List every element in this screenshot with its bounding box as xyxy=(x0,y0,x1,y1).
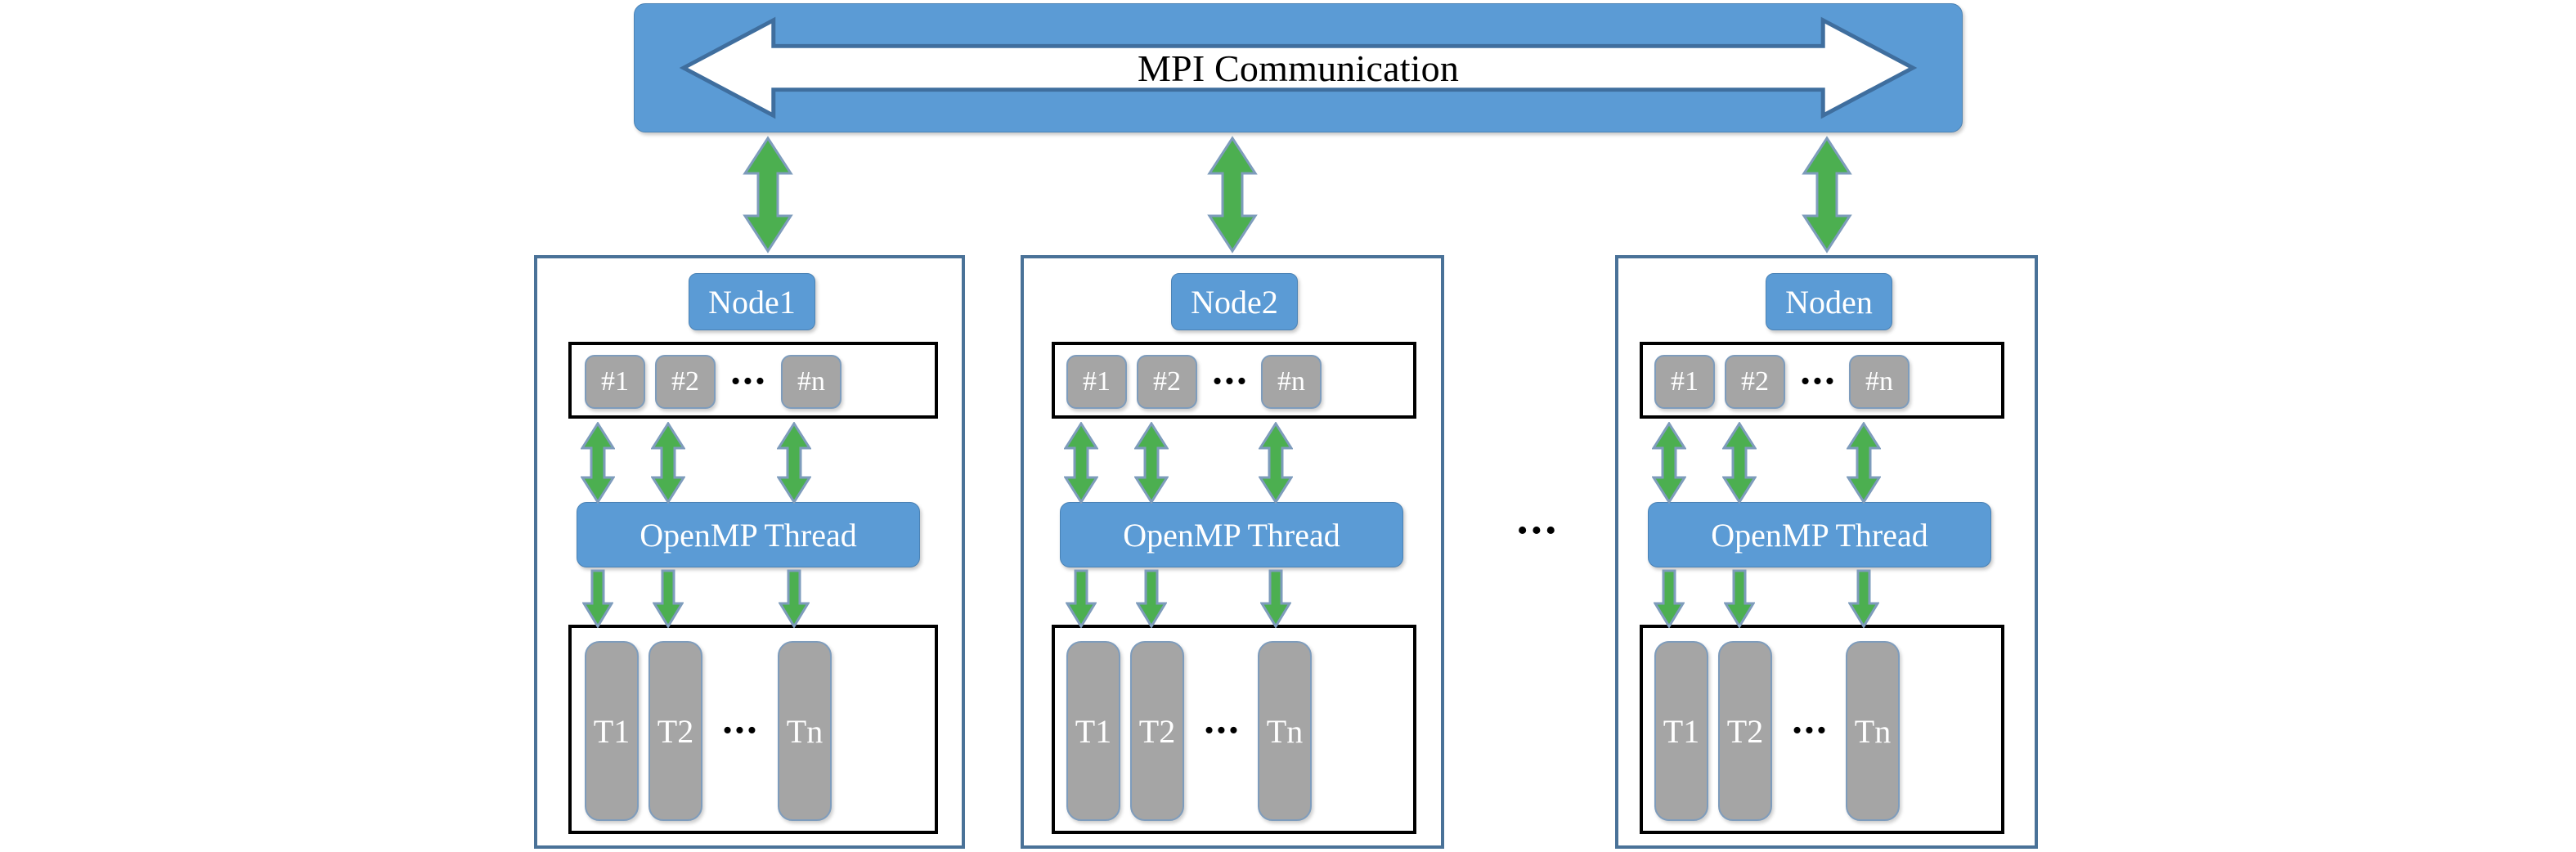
double-headed-vertical-arrow-icon xyxy=(1134,422,1169,504)
node-container-node1: Node1 #1 #2 ••• #n OpenMP Thread xyxy=(534,255,965,849)
connector-core-to-openmp xyxy=(1847,422,1881,504)
connector-core-to-openmp xyxy=(777,422,811,504)
thread-chip: T1 xyxy=(585,641,639,821)
core-ellipsis: ••• xyxy=(1212,366,1250,397)
down-arrow-icon xyxy=(1654,569,1685,628)
connector-openmp-to-thread xyxy=(1260,569,1291,628)
connector-openmp-to-thread xyxy=(1848,569,1879,628)
double-headed-vertical-arrow-icon xyxy=(777,422,811,504)
down-arrow-icon xyxy=(1066,569,1097,628)
connector-mpi-to-noden xyxy=(1802,136,1852,253)
thread-chip: T2 xyxy=(1718,641,1772,821)
connector-core-to-openmp xyxy=(1134,422,1169,504)
double-headed-vertical-arrow-icon xyxy=(1847,422,1881,504)
node-label-noden: Noden xyxy=(1766,273,1892,330)
connector-core-to-openmp xyxy=(1259,422,1293,504)
core-chip: #2 xyxy=(1137,355,1197,409)
core-chip: #n xyxy=(781,355,841,409)
core-strip-node2: #1 #2 ••• #n xyxy=(1052,342,1416,419)
down-arrow-icon xyxy=(582,569,613,628)
thread-strip-noden: T1 T2 ••• Tn xyxy=(1640,625,2004,834)
core-ellipsis: ••• xyxy=(730,366,768,397)
core-chip: #n xyxy=(1849,355,1910,409)
double-headed-horizontal-arrow-icon xyxy=(679,16,1918,119)
mpi-banner-label: MPI Communication xyxy=(1137,47,1460,89)
openmp-thread-bar-node2: OpenMP Thread xyxy=(1060,502,1403,567)
thread-ellipsis: ••• xyxy=(722,715,760,746)
core-strip-node1: #1 #2 ••• #n xyxy=(568,342,938,419)
down-arrow-icon xyxy=(1260,569,1291,628)
core-chip: #1 xyxy=(585,355,645,409)
double-headed-vertical-arrow-icon xyxy=(1802,136,1852,253)
thread-ellipsis: ••• xyxy=(1204,715,1241,746)
connector-openmp-to-thread xyxy=(779,569,810,628)
double-headed-vertical-arrow-icon xyxy=(1064,422,1098,504)
connector-openmp-to-thread xyxy=(653,569,684,628)
connector-core-to-openmp xyxy=(1064,422,1098,504)
down-arrow-icon xyxy=(1848,569,1879,628)
thread-chip: Tn xyxy=(1846,641,1900,821)
connector-openmp-to-thread xyxy=(1136,569,1167,628)
double-headed-vertical-arrow-icon xyxy=(1259,422,1293,504)
core-chip: #1 xyxy=(1654,355,1715,409)
node-gap-ellipsis: ••• xyxy=(1517,513,1560,548)
connector-core-to-openmp xyxy=(1722,422,1757,504)
thread-strip-node1: T1 T2 ••• Tn xyxy=(568,625,938,834)
double-headed-vertical-arrow-icon xyxy=(743,136,793,253)
down-arrow-icon xyxy=(653,569,684,628)
double-headed-vertical-arrow-icon xyxy=(651,422,685,504)
node-label-node2: Node2 xyxy=(1171,273,1298,330)
mpi-communication-banner: MPI Communication xyxy=(634,3,1963,132)
down-arrow-icon xyxy=(1724,569,1755,628)
connector-mpi-to-node2 xyxy=(1207,136,1258,253)
thread-strip-node2: T1 T2 ••• Tn xyxy=(1052,625,1416,834)
connector-core-to-openmp xyxy=(1652,422,1686,504)
openmp-thread-bar-noden: OpenMP Thread xyxy=(1648,502,1991,567)
thread-chip: Tn xyxy=(1258,641,1312,821)
thread-chip: T2 xyxy=(1130,641,1184,821)
core-chip: #1 xyxy=(1066,355,1127,409)
thread-chip: T2 xyxy=(648,641,702,821)
core-ellipsis: ••• xyxy=(1800,366,1838,397)
core-strip-noden: #1 #2 ••• #n xyxy=(1640,342,2004,419)
thread-chip: T1 xyxy=(1654,641,1708,821)
node-container-node2: Node2 #1 #2 ••• #n OpenMP Thread xyxy=(1021,255,1444,849)
connector-mpi-to-node1 xyxy=(743,136,793,253)
connector-core-to-openmp xyxy=(581,422,615,504)
connector-openmp-to-thread xyxy=(1724,569,1755,628)
node-container-noden: Noden #1 #2 ••• #n OpenMP Thread xyxy=(1615,255,2038,849)
thread-chip: T1 xyxy=(1066,641,1120,821)
down-arrow-icon xyxy=(1136,569,1167,628)
connector-core-to-openmp xyxy=(651,422,685,504)
down-arrow-icon xyxy=(779,569,810,628)
connector-openmp-to-thread xyxy=(1654,569,1685,628)
double-headed-vertical-arrow-icon xyxy=(1207,136,1258,253)
thread-ellipsis: ••• xyxy=(1792,715,1829,746)
double-headed-vertical-arrow-icon xyxy=(1652,422,1686,504)
double-headed-vertical-arrow-icon xyxy=(1722,422,1757,504)
thread-chip: Tn xyxy=(778,641,832,821)
core-chip: #2 xyxy=(655,355,716,409)
node-label-node1: Node1 xyxy=(689,273,815,330)
double-headed-vertical-arrow-icon xyxy=(581,422,615,504)
core-chip: #2 xyxy=(1725,355,1785,409)
connector-openmp-to-thread xyxy=(582,569,613,628)
connector-openmp-to-thread xyxy=(1066,569,1097,628)
core-chip: #n xyxy=(1261,355,1322,409)
openmp-thread-bar-node1: OpenMP Thread xyxy=(577,502,920,567)
